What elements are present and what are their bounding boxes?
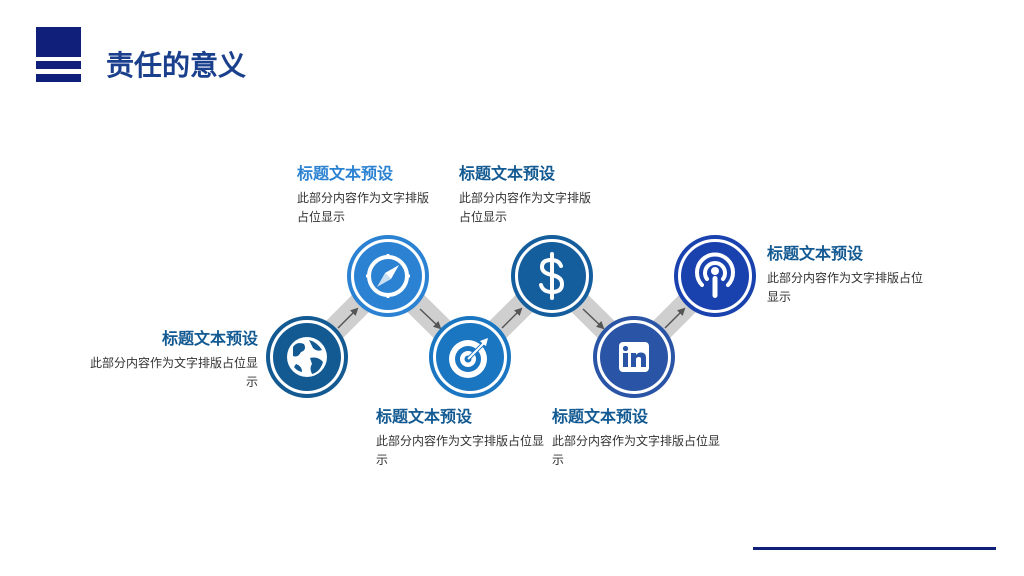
- step-desc: 此部分内容作为文字排版占位显示: [89, 356, 258, 389]
- step-desc: 此部分内容作为文字排版占位显示: [297, 191, 430, 224]
- footer-divider: [753, 547, 996, 550]
- step-text-5: 标题文本预设 此部分内容作为文字排版占位显示: [552, 406, 722, 470]
- step-node-1: [266, 316, 348, 398]
- step-text-6: 标题文本预设 此部分内容作为文字排版占位显示: [767, 243, 932, 307]
- arrow: [664, 307, 686, 329]
- arrow: [337, 307, 359, 329]
- globe-icon: [287, 337, 327, 377]
- step-node-6: [674, 235, 756, 317]
- step-title: 标题文本预设: [459, 164, 556, 183]
- target-icon: [449, 338, 488, 378]
- arrow: [419, 308, 442, 330]
- step-node-5: [593, 316, 675, 398]
- step-desc: 此部分内容作为文字排版占位显示: [459, 191, 592, 224]
- step-text-4: 标题文本预设 此部分内容作为文字排版占位显示: [459, 163, 594, 227]
- step-text-1: 标题文本预设 此部分内容作为文字排版占位显示: [88, 328, 258, 392]
- step-title: 标题文本预设: [552, 407, 649, 426]
- step-title: 标题文本预设: [376, 407, 473, 426]
- arrow: [582, 308, 605, 330]
- arrow-group: [337, 307, 686, 330]
- page-title: 责任的意义: [106, 49, 247, 82]
- step-text-2: 标题文本预设 此部分内容作为文字排版占位显示: [297, 163, 432, 227]
- logo-bar: [36, 74, 81, 82]
- step-node-2: [347, 235, 429, 317]
- arrow: [501, 307, 523, 329]
- compass-icon: [366, 254, 410, 298]
- step-node-4: [511, 235, 593, 317]
- logo-bar: [36, 61, 81, 69]
- step-desc: 此部分内容作为文字排版占位显示: [767, 271, 924, 304]
- podcast-icon: [695, 252, 735, 298]
- step-text-3: 标题文本预设 此部分内容作为文字排版占位显示: [376, 406, 546, 470]
- step-desc: 此部分内容作为文字排版占位显示: [552, 434, 721, 467]
- step-title: 标题文本预设: [767, 244, 864, 263]
- step-title: 标题文本预设: [297, 164, 394, 183]
- linkedin-icon: [619, 342, 649, 372]
- logo-mark: [36, 27, 81, 82]
- step-title: 标题文本预设: [161, 329, 258, 348]
- dollar-icon: [539, 252, 565, 300]
- step-desc: 此部分内容作为文字排版占位显示: [376, 434, 545, 467]
- logo-bar: [36, 27, 81, 57]
- step-node-3: [429, 316, 511, 398]
